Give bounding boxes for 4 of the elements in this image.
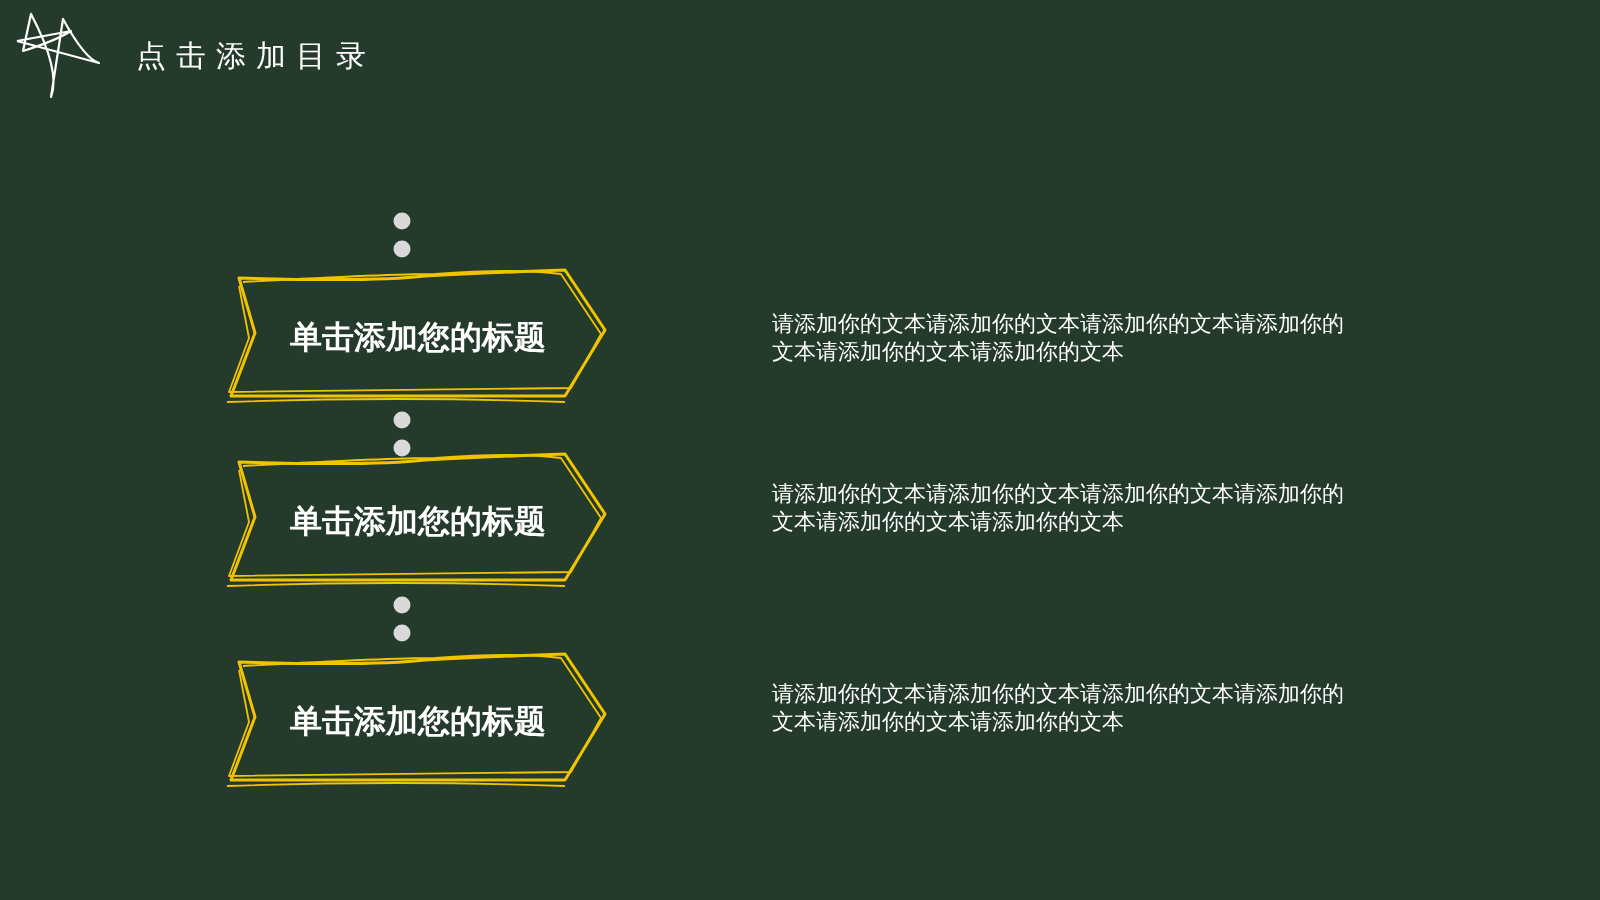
- description-text: 请添加你的文本请添加你的文本请添加你的文本请添加你的文本请添加你的文本请添加你的文本: [772, 480, 1345, 536]
- slide-title: 点击添加目录: [136, 37, 376, 75]
- description-text: 请添加你的文本请添加你的文本请添加你的文本请添加你的文本请添加你的文本请添加你的文本: [772, 680, 1345, 736]
- description-text: 请添加你的文本请添加你的文本请添加你的文本请添加你的文本请添加你的文本请添加你的文本: [772, 310, 1345, 366]
